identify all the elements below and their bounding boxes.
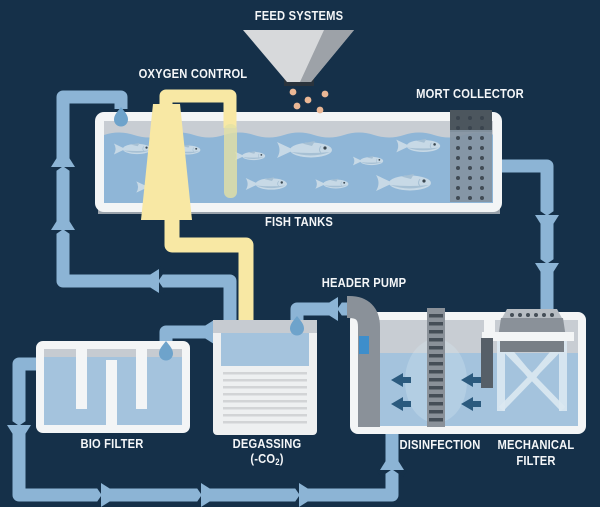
degassing-formula-label: (-CO2) xyxy=(181,452,353,469)
flow-direction-arrow xyxy=(461,397,481,411)
fish xyxy=(277,141,332,158)
flow-arrow xyxy=(48,148,78,174)
disinfection-label: DISINFECTION xyxy=(399,437,481,452)
oxygen-control-loop xyxy=(141,89,254,324)
oxygen-control-label: OXYGEN CONTROL xyxy=(138,66,248,81)
bio-filter-label: BIO FILTER xyxy=(80,436,144,451)
oxygen-diffuser-cone xyxy=(141,104,192,220)
degassing-formula-sub: 2 xyxy=(275,457,280,467)
degassing-label: DEGASSING xyxy=(232,436,302,451)
flow-arrow xyxy=(319,294,345,324)
mechanical-filter-label-line1: MECHANICAL xyxy=(497,437,575,452)
fish xyxy=(396,138,441,153)
flow-arrow xyxy=(4,418,34,444)
fish xyxy=(234,151,266,161)
flow-arrow xyxy=(94,480,120,507)
flow-arrow xyxy=(377,451,407,477)
treatment-flow-arrows xyxy=(391,373,481,411)
flow-arrow xyxy=(292,480,318,507)
flow-direction-arrow xyxy=(461,373,481,387)
flow-arrow xyxy=(194,480,220,507)
mort-collector-panel xyxy=(450,110,492,202)
flow-arrow xyxy=(140,266,166,296)
fish xyxy=(113,142,152,155)
feed-pellets xyxy=(289,88,329,114)
fish-tanks-label: FISH TANKS xyxy=(265,214,333,229)
water-drop-icon xyxy=(290,316,304,336)
disinfection-lamp xyxy=(427,308,445,427)
degassing-formula-pre: (-CO xyxy=(250,451,276,466)
feed-funnel xyxy=(243,30,354,114)
pipe-flow-arrows xyxy=(4,148,562,507)
degassing-formula-post: ) xyxy=(279,451,284,466)
flow-arrow xyxy=(48,211,78,237)
water-drops xyxy=(114,107,304,361)
fish xyxy=(352,156,384,166)
treatment-tank xyxy=(347,296,586,434)
fish xyxy=(376,174,431,191)
flow-direction-arrow xyxy=(391,397,411,411)
bio-filter-baffle xyxy=(76,349,87,409)
flow-arrow xyxy=(532,256,562,282)
mechanical-filter-label-line2: FILTER xyxy=(516,453,556,468)
water-drop-icon xyxy=(159,341,173,361)
bio-filter-unit xyxy=(36,341,190,433)
feed-systems-label: FEED SYSTEMS xyxy=(254,8,344,23)
fish-tank-water xyxy=(104,121,493,203)
fish xyxy=(245,177,287,190)
degassing-unit xyxy=(213,320,317,435)
fish xyxy=(315,178,349,189)
header-pump-pipe xyxy=(347,296,380,427)
bio-filter-baffle xyxy=(136,349,147,409)
bio-filter-baffle xyxy=(106,360,117,425)
water-drop-icon xyxy=(114,107,128,127)
flow-direction-arrow xyxy=(391,373,411,387)
fish-tank xyxy=(95,110,502,214)
mort-collector-label: MORT COLLECTOR xyxy=(416,86,524,101)
mechanical-drum-filter xyxy=(481,309,574,412)
oxygen-diffuser-tube xyxy=(224,124,237,198)
header-pump-label: HEADER PUMP xyxy=(321,275,407,290)
flow-arrow xyxy=(532,208,562,234)
